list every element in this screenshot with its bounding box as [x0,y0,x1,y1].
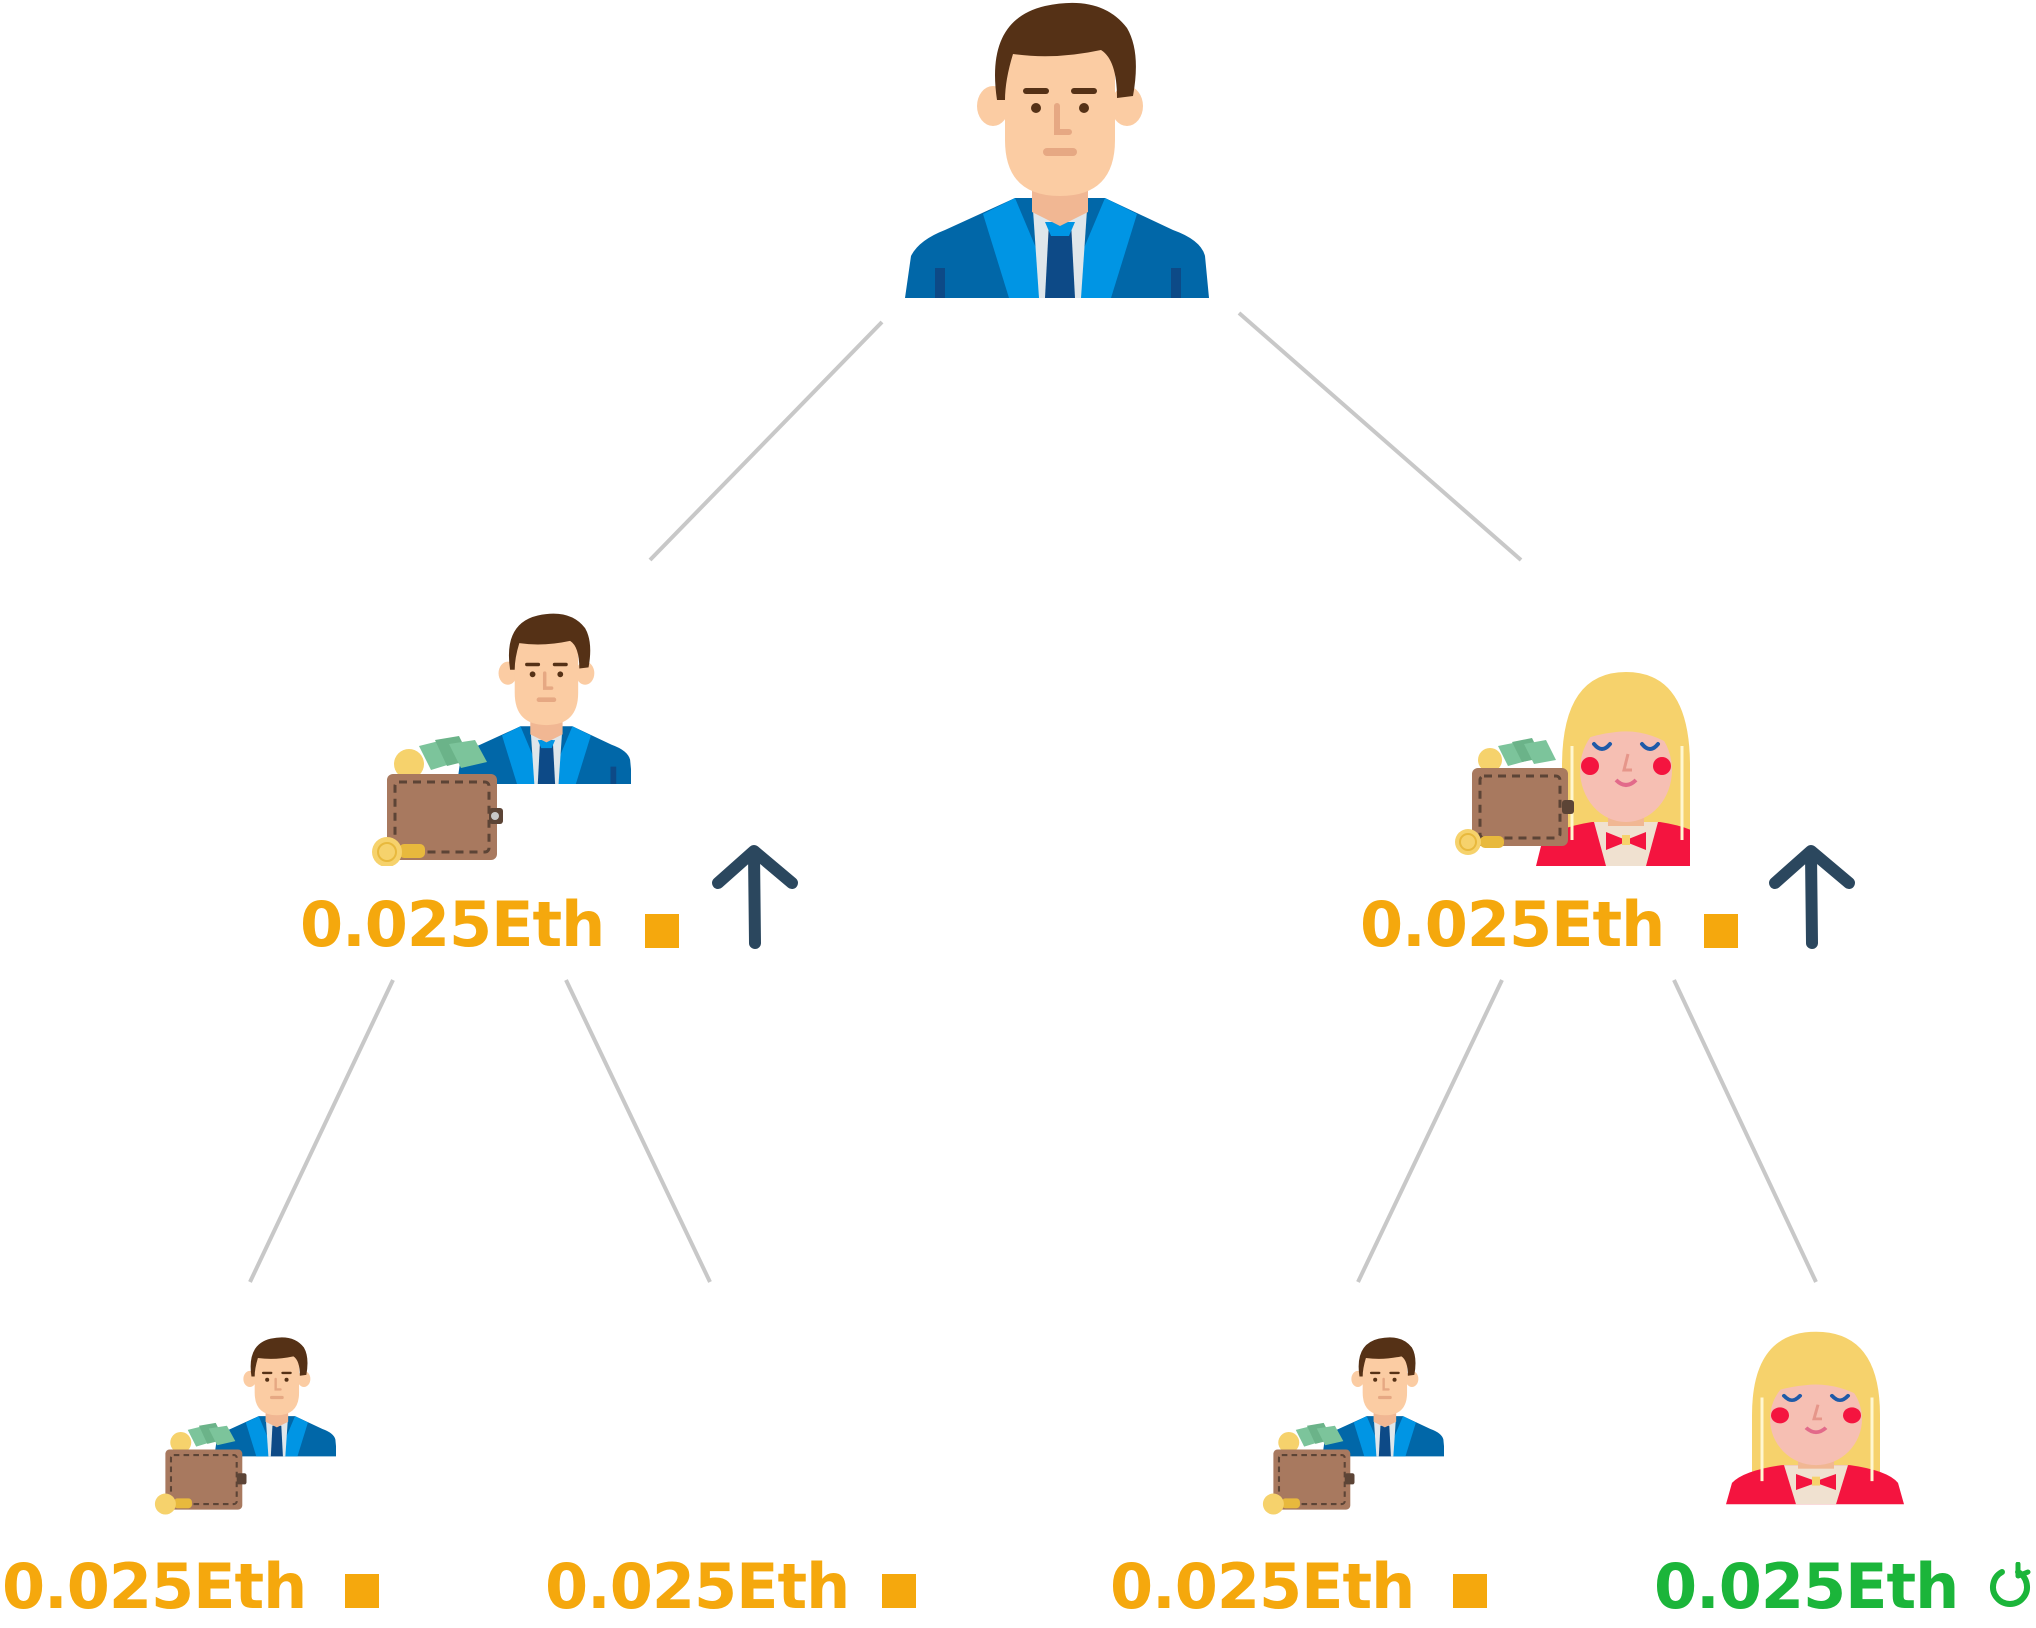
level2-c-man-with-wallet-avatar [1262,1337,1444,1515]
connector-root-right [1237,311,1523,562]
level1-right-woman-with-wallet-avatar [1455,672,1690,866]
level1-right-up-arrow-icon[interactable] [1767,845,1857,950]
connector-right-c [1356,979,1504,1283]
root-man-avatar [905,2,1209,298]
level1-right-orange-square-icon [1704,914,1738,948]
level2-a-man-with-wallet-avatar [154,1337,336,1515]
connector-root-left [648,320,884,562]
level2-c-orange-square-icon [1453,1574,1487,1608]
level2-b-amount: 0.025Eth [545,1550,850,1623]
level1-right-amount: 0.025Eth [1360,888,1665,961]
level2-a-orange-square-icon [345,1574,379,1608]
level2-b-orange-square-icon [882,1574,916,1608]
level1-left-orange-square-icon [645,914,679,948]
level1-left-man-with-wallet-avatar [372,613,631,866]
level2-c-amount: 0.025Eth [1110,1550,1415,1623]
level1-left-amount: 0.025Eth [300,888,605,961]
connector-right-d [1672,979,1818,1283]
connector-left-b [564,979,712,1283]
level2-d-woman-avatar [1726,1331,1904,1505]
level1-left-up-arrow-icon[interactable] [710,845,800,950]
connector-left-a [248,979,395,1283]
level2-a-amount: 0.025Eth [2,1550,307,1623]
level2-d-amount: 0.025Eth [1654,1550,1959,1623]
level2-d-refresh-icon[interactable] [1988,1562,2032,1610]
